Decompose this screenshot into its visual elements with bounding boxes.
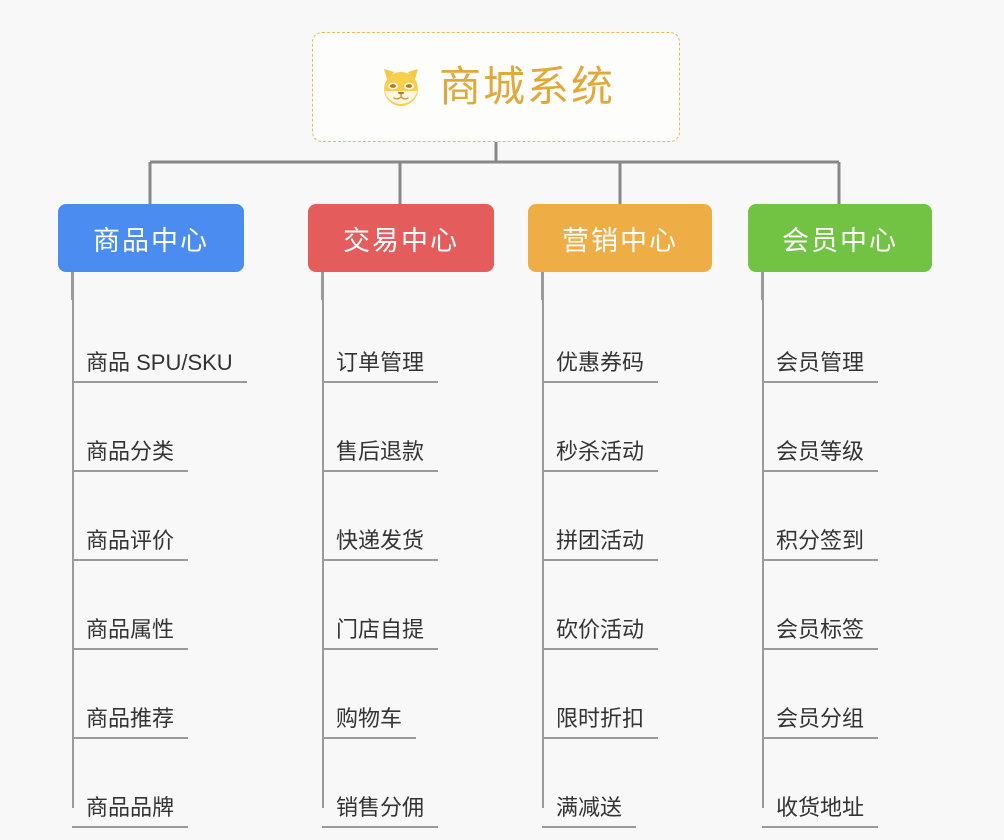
- branch-items-product: 商品 SPU/SKU 商品分类 商品评价 商品属性 商品推荐 商品品牌: [72, 272, 247, 828]
- leaf-item[interactable]: 限时折扣: [542, 650, 712, 739]
- leaf-label: 优惠券码: [542, 350, 659, 383]
- leaf-label: 商品品牌: [72, 795, 189, 828]
- branch-header-label: 交易中心: [343, 225, 459, 256]
- leaf-label: 商品分类: [72, 439, 189, 472]
- leaf-label: 销售分佣: [322, 795, 439, 828]
- leaf-label: 会员标签: [762, 617, 879, 650]
- leaf-label: 秒杀活动: [542, 439, 659, 472]
- leaf-label: 会员等级: [762, 439, 879, 472]
- root-node[interactable]: 商城系统: [312, 32, 680, 142]
- leaf-item[interactable]: 拼团活动: [542, 472, 712, 561]
- branch-column-product: 商品中心 商品 SPU/SKU 商品分类 商品评价 商品属性 商品推荐 商品品牌: [58, 204, 247, 828]
- leaf-item[interactable]: 商品属性: [72, 561, 244, 650]
- leaf-item[interactable]: 满减送: [542, 739, 712, 828]
- leaf-label: 售后退款: [322, 439, 439, 472]
- leaf-label: 会员分组: [762, 706, 879, 739]
- leaf-item[interactable]: 快递发货: [322, 472, 494, 561]
- leaf-item[interactable]: 售后退款: [322, 383, 494, 472]
- branch-column-marketing: 营销中心 优惠券码 秒杀活动 拼团活动 砍价活动 限时折扣 满减送: [528, 204, 712, 828]
- leaf-label: 拼团活动: [542, 528, 659, 561]
- branch-header-member[interactable]: 会员中心: [748, 204, 932, 272]
- branch-header-marketing[interactable]: 营销中心: [528, 204, 712, 272]
- leaf-label: 门店自提: [322, 617, 439, 650]
- leaf-label: 商品评价: [72, 528, 189, 561]
- leaf-label: 商品 SPU/SKU: [72, 350, 247, 383]
- branch-header-product[interactable]: 商品中心: [58, 204, 244, 272]
- root-title: 商城系统: [438, 63, 615, 110]
- leaf-label: 商品属性: [72, 617, 189, 650]
- leaf-label: 限时折扣: [542, 706, 659, 739]
- leaf-label: 积分签到: [762, 528, 879, 561]
- branch-header-label: 商品中心: [93, 225, 209, 256]
- leaf-label: 购物车: [322, 706, 417, 739]
- leaf-item[interactable]: 商品推荐: [72, 650, 244, 739]
- leaf-item[interactable]: 会员管理: [762, 294, 932, 383]
- leaf-label: 会员管理: [762, 350, 879, 383]
- leaf-label: 收货地址: [762, 795, 879, 828]
- leaf-item[interactable]: 会员分组: [762, 650, 932, 739]
- branch-column-trade: 交易中心 订单管理 售后退款 快递发货 门店自提 购物车 销售分佣: [308, 204, 494, 828]
- shiba-dog-face-icon: [377, 63, 425, 111]
- leaf-label: 快递发货: [322, 528, 439, 561]
- leaf-item[interactable]: 门店自提: [322, 561, 494, 650]
- leaf-item[interactable]: 积分签到: [762, 472, 932, 561]
- leaf-label: 订单管理: [322, 350, 439, 383]
- leaf-label: 砍价活动: [542, 617, 659, 650]
- leaf-item[interactable]: 销售分佣: [322, 739, 494, 828]
- leaf-item[interactable]: 会员等级: [762, 383, 932, 472]
- branch-header-label: 会员中心: [782, 225, 898, 256]
- leaf-label: 商品推荐: [72, 706, 189, 739]
- leaf-item[interactable]: 订单管理: [322, 294, 494, 383]
- leaf-item[interactable]: 优惠券码: [542, 294, 712, 383]
- branch-items-trade: 订单管理 售后退款 快递发货 门店自提 购物车 销售分佣: [322, 272, 494, 828]
- branch-header-trade[interactable]: 交易中心: [308, 204, 494, 272]
- leaf-label: 满减送: [542, 795, 637, 828]
- leaf-item[interactable]: 收货地址: [762, 739, 932, 828]
- branch-header-label: 营销中心: [562, 225, 678, 256]
- leaf-item[interactable]: 砍价活动: [542, 561, 712, 650]
- leaf-item[interactable]: 商品品牌: [72, 739, 244, 828]
- leaf-item[interactable]: 购物车: [322, 650, 494, 739]
- leaf-item[interactable]: 商品评价: [72, 472, 244, 561]
- branch-items-member: 会员管理 会员等级 积分签到 会员标签 会员分组 收货地址: [762, 272, 932, 828]
- leaf-item[interactable]: 商品分类: [72, 383, 244, 472]
- leaf-item[interactable]: 会员标签: [762, 561, 932, 650]
- leaf-item[interactable]: 秒杀活动: [542, 383, 712, 472]
- leaf-item[interactable]: 商品 SPU/SKU: [72, 294, 247, 383]
- branch-items-marketing: 优惠券码 秒杀活动 拼团活动 砍价活动 限时折扣 满减送: [542, 272, 712, 828]
- branch-column-member: 会员中心 会员管理 会员等级 积分签到 会员标签 会员分组 收货地址: [748, 204, 932, 828]
